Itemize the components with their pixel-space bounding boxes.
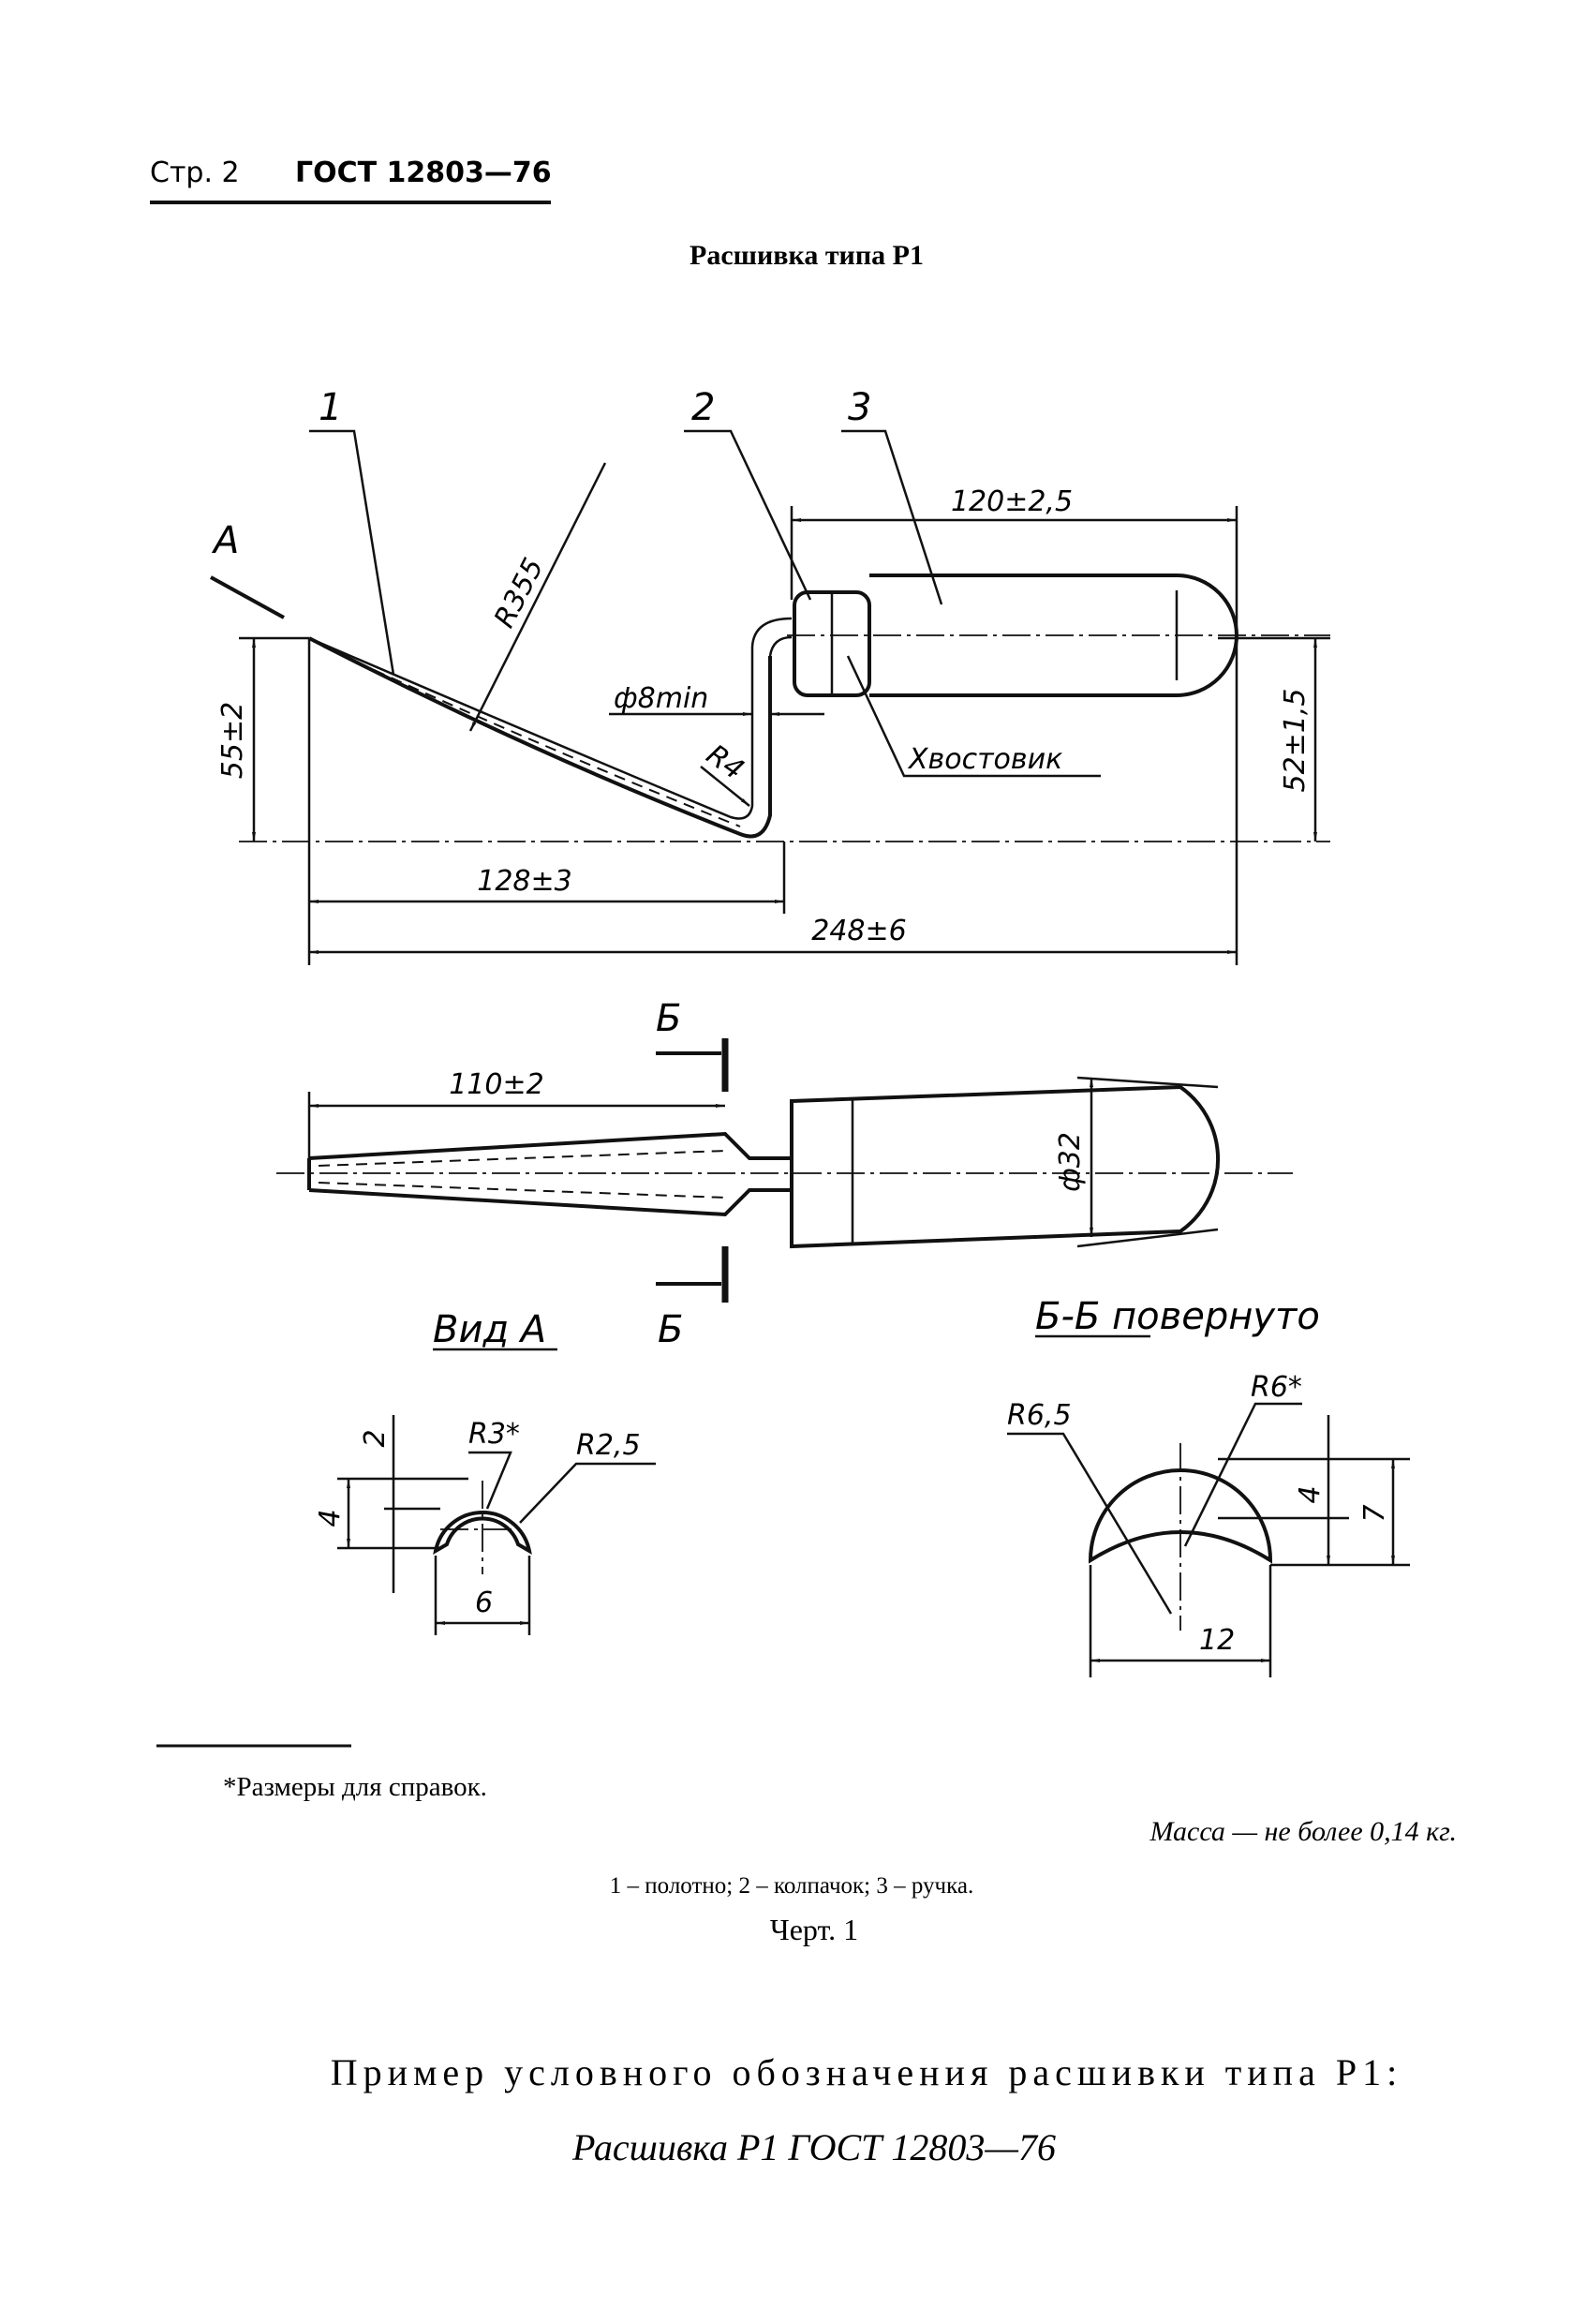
view-a-label: А xyxy=(211,519,239,562)
dim-r4: R4 xyxy=(700,738,749,787)
section-bb-title: Б-Б повернуто xyxy=(1035,1295,1320,1338)
dim-r65: R6,5 xyxy=(1007,1399,1072,1432)
drawing-title: Расшивка типа Р1 xyxy=(690,240,924,271)
leader-2 xyxy=(684,429,812,601)
r355-leader xyxy=(468,462,607,732)
ext-line xyxy=(1076,1228,1219,1248)
figure-caption: Черт. 1 xyxy=(770,1913,858,1946)
example-designation: Расшивка Р1 ГОСТ 12803—76 xyxy=(571,2126,1056,2168)
dim-d8min: ф8min xyxy=(614,682,708,715)
dim-52: 52±1,5 xyxy=(1279,688,1312,792)
shank-leader xyxy=(846,655,1101,778)
blade-top-outline xyxy=(308,1131,792,1217)
dim-6: 6 xyxy=(475,1587,493,1619)
dim-12: 12 xyxy=(1199,1624,1235,1657)
page-header: Стр. 2 ГОСТ 12803—76 xyxy=(150,156,552,204)
section-mark-bottom: Б xyxy=(658,1308,683,1351)
top-view: 110±2 ф32 Б Б xyxy=(276,997,1293,1351)
dim-110: 110±2 xyxy=(449,1068,543,1101)
leader-1 xyxy=(309,429,395,676)
view-a: Вид А 4 2 6 R3* R2,5 xyxy=(314,1308,656,1635)
view-a-title: Вид А xyxy=(433,1308,546,1351)
handle-top xyxy=(790,1084,1221,1249)
dim-248: 248±6 xyxy=(811,915,906,947)
blade-outline xyxy=(308,636,772,839)
page-number: Стр. 2 xyxy=(150,156,240,189)
dim-2: 2 xyxy=(359,1429,392,1447)
part-label-1: 1 xyxy=(319,386,342,429)
r4-leader xyxy=(700,766,750,807)
section-mark-top: Б xyxy=(656,997,681,1040)
dim-r6: R6* xyxy=(1251,1371,1302,1404)
dim-7: 7 xyxy=(1358,1504,1391,1522)
shank-bend xyxy=(750,617,793,657)
section-bb: Б-Б повернуто 4 7 12 R6,5 R6* xyxy=(1007,1295,1410,1677)
shank-label: Хвостовик xyxy=(907,743,1062,776)
blade-hidden-line xyxy=(322,646,741,827)
view-a-profile xyxy=(433,1511,532,1555)
r25-leader xyxy=(519,1462,656,1524)
r6-leader xyxy=(1183,1402,1302,1547)
leader-3 xyxy=(841,429,943,605)
example-heading: Пример условного обозначения расшивки ти… xyxy=(331,2051,1402,2093)
dim-4b: 4 xyxy=(1294,1485,1327,1503)
blade-inner xyxy=(308,636,754,820)
part-label-3: 3 xyxy=(848,386,871,429)
mass-note: Масса — не более 0,14 кг. xyxy=(1149,1816,1457,1847)
section-bb-profile xyxy=(1088,1468,1273,1564)
dim-r355: R355 xyxy=(488,553,551,633)
parts-legend: 1 – полотно; 2 – колпачок; 3 – ручка. xyxy=(610,1873,973,1899)
r65-leader xyxy=(1007,1432,1173,1615)
footnote: *Размеры для справок. xyxy=(223,1772,487,1802)
dim-55: 55±2 xyxy=(216,702,249,779)
part-label-2: 2 xyxy=(691,386,715,429)
dim-r3: R3* xyxy=(468,1418,520,1451)
side-view: 1 2 3 А R355 120±2,5 55±2 52±1,5 128±3 2… xyxy=(210,386,1330,965)
dim-d32: ф32 xyxy=(1054,1132,1087,1192)
standard-number: ГОСТ 12803—76 xyxy=(295,156,552,189)
view-a-arrow-icon xyxy=(210,575,285,619)
r3-leader xyxy=(468,1451,512,1510)
ext-line xyxy=(1076,1076,1219,1089)
dim-4: 4 xyxy=(314,1509,347,1527)
dim-r25: R2,5 xyxy=(576,1429,641,1462)
blade-hidden xyxy=(318,1150,726,1199)
dim-128: 128±3 xyxy=(477,865,571,898)
dim-120: 120±2,5 xyxy=(951,485,1073,518)
